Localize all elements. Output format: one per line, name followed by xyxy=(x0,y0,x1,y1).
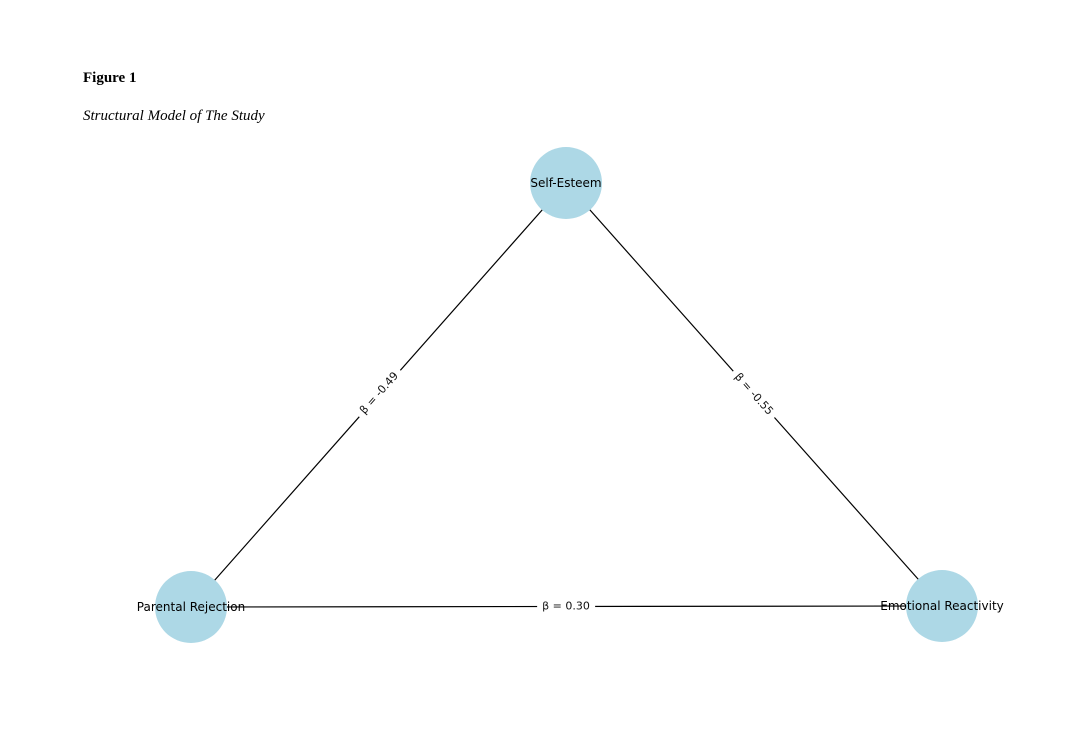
node-label-self-esteem: Self-Esteem xyxy=(530,176,602,190)
node-circle-parental-rejection xyxy=(155,571,227,643)
node-circle-emotional-reactivity xyxy=(906,570,978,642)
node-label-emotional-reactivity: Emotional Reactivity xyxy=(880,599,1004,613)
figure-caption: Structural Model of The Study xyxy=(83,108,265,124)
node-label-parental-rejection: Parental Rejection xyxy=(136,600,246,614)
edge-label-beta-parental-rejection-emotional-reactivity: β = 0.30 xyxy=(537,598,595,614)
figure-label: Figure 1 xyxy=(83,70,137,86)
node-circle-self-esteem xyxy=(530,147,602,219)
